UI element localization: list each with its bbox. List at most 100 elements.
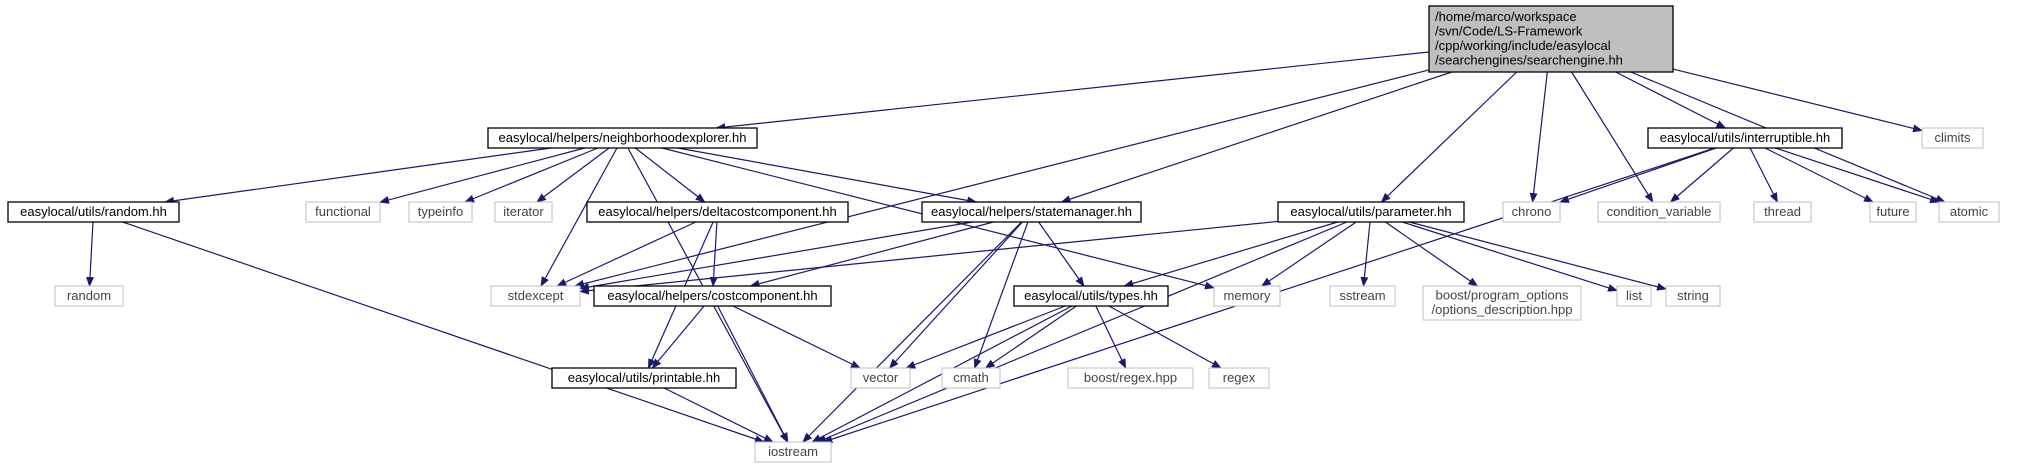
node-parameter[interactable]: easylocal/utils/parameter.hh bbox=[1277, 201, 1465, 223]
node-statemgr[interactable]: easylocal/helpers/statemanager.hh bbox=[921, 201, 1142, 223]
node-label: easylocal/utils/types.hh bbox=[1024, 288, 1158, 303]
node-label: /cpp/working/include/easylocal bbox=[1435, 38, 1611, 53]
node-label: future bbox=[1876, 204, 1909, 219]
node-costcomp[interactable]: easylocal/helpers/costcomponent.hh bbox=[593, 285, 832, 307]
node-boost_regex: boost/regex.hpp bbox=[1067, 367, 1194, 389]
node-nbhexp[interactable]: easylocal/helpers/neighborhoodexplorer.h… bbox=[487, 127, 758, 149]
edge-root-to-climits bbox=[1672, 68, 1923, 133]
node-label: functional bbox=[315, 204, 371, 219]
node-box bbox=[551, 367, 737, 389]
node-label: easylocal/utils/interruptible.hh bbox=[1660, 130, 1831, 145]
node-box bbox=[941, 367, 1001, 389]
node-thread: thread bbox=[1753, 201, 1812, 223]
node-cmath: cmath bbox=[941, 367, 1001, 389]
node-label: easylocal/utils/parameter.hh bbox=[1290, 204, 1451, 219]
edge-layer bbox=[85, 51, 1946, 443]
node-condvar: condition_variable bbox=[1597, 201, 1721, 223]
edge-root-to-parameter bbox=[1380, 71, 1518, 203]
edge-parameter-to-types bbox=[1123, 221, 1338, 288]
node-label: easylocal/helpers/deltacostcomponent.hh bbox=[598, 204, 836, 219]
node-vector: vector bbox=[850, 367, 911, 389]
edge-random_hh-to-random bbox=[85, 221, 94, 287]
node-box bbox=[1647, 127, 1843, 149]
node-box bbox=[1277, 201, 1465, 223]
edge-parameter-to-memory bbox=[1260, 221, 1357, 287]
edge-types-to-vector bbox=[905, 305, 1066, 369]
node-box bbox=[7, 201, 180, 223]
edge-root-to-condvar bbox=[1571, 71, 1654, 203]
edge-statemgr-to-stdexcept bbox=[579, 221, 973, 291]
edge-parameter-to-sstream bbox=[1360, 221, 1371, 287]
edge-nbhexp-to-functional bbox=[379, 147, 585, 204]
node-box bbox=[487, 127, 758, 149]
node-label: cmath bbox=[953, 370, 988, 385]
node-random_hh[interactable]: easylocal/utils/random.hh bbox=[7, 201, 180, 223]
node-regex: regex bbox=[1208, 367, 1270, 389]
edge-parameter-to-boost_po bbox=[1385, 221, 1479, 287]
node-label: /home/marco/workspace bbox=[1435, 9, 1577, 24]
node-label: memory bbox=[1224, 288, 1271, 303]
edge-interrupt-to-atomic bbox=[1775, 147, 1940, 204]
node-box bbox=[1013, 285, 1169, 307]
node-box bbox=[1921, 127, 1984, 149]
node-box bbox=[1329, 285, 1396, 307]
edge-nbhexp-to-iterator bbox=[536, 147, 610, 203]
edge-parameter-to-string bbox=[1409, 221, 1667, 291]
node-random: random bbox=[54, 285, 124, 307]
node-types[interactable]: easylocal/utils/types.hh bbox=[1013, 285, 1169, 307]
edge-root-to-stdexcept bbox=[574, 69, 1430, 288]
edge-deltacost-to-costcomp bbox=[709, 221, 718, 287]
node-box bbox=[921, 201, 1142, 223]
edge-nbhexp-to-typeinfo bbox=[464, 147, 599, 203]
node-box bbox=[1869, 201, 1917, 223]
node-printable[interactable]: easylocal/utils/printable.hh bbox=[551, 367, 737, 389]
edge-statemgr-to-iostream bbox=[802, 221, 1023, 443]
node-box bbox=[1938, 201, 2000, 223]
edge-parameter-to-stdexcept bbox=[579, 220, 1279, 295]
edge-parameter-to-list bbox=[1402, 221, 1618, 292]
node-box bbox=[1208, 367, 1270, 389]
node-functional: functional bbox=[305, 201, 381, 223]
node-box bbox=[850, 367, 911, 389]
node-label: easylocal/helpers/neighborhoodexplorer.h… bbox=[499, 130, 747, 145]
node-label: /svn/Code/LS-Framework bbox=[1435, 24, 1583, 39]
node-label: /searchengines/searchengine.hh bbox=[1435, 53, 1623, 68]
node-box bbox=[1067, 367, 1194, 389]
edge-costcomp-to-printable bbox=[651, 305, 705, 369]
node-label: iostream bbox=[768, 444, 818, 459]
node-root[interactable]: /home/marco/workspace/svn/Code/LS-Framew… bbox=[1428, 5, 1674, 73]
edge-types-to-boost_regex bbox=[1095, 305, 1127, 369]
node-box bbox=[586, 201, 849, 223]
node-stdexcept: stdexcept bbox=[490, 285, 581, 307]
edge-nbhexp-to-random_hh bbox=[164, 147, 552, 205]
edge-statemgr-to-cmath bbox=[973, 221, 1029, 369]
edge-nbhexp-to-deltacost bbox=[634, 147, 706, 203]
node-label: stdexcept bbox=[508, 288, 564, 303]
edge-root-to-chrono bbox=[1529, 71, 1548, 203]
node-label: easylocal/helpers/statemanager.hh bbox=[931, 204, 1132, 219]
node-chrono: chrono bbox=[1502, 201, 1561, 223]
node-box bbox=[593, 285, 832, 307]
edge-statemgr-to-vector bbox=[888, 221, 1023, 369]
node-sstream: sstream bbox=[1329, 285, 1396, 307]
node-memory: memory bbox=[1213, 285, 1281, 307]
edge-printable-to-iostream bbox=[663, 387, 774, 443]
edge-statemgr-to-costcomp bbox=[749, 221, 994, 288]
edge-deltacost-to-stdexcept bbox=[556, 221, 697, 287]
node-atomic: atomic bbox=[1938, 201, 2000, 223]
edge-interrupt-to-future bbox=[1764, 147, 1874, 203]
node-label: atomic bbox=[1950, 204, 1989, 219]
node-label: sstream bbox=[1339, 288, 1385, 303]
node-box bbox=[1597, 201, 1721, 223]
edge-costcomp-to-vector bbox=[732, 305, 861, 369]
node-deltacost[interactable]: easylocal/helpers/deltacostcomponent.hh bbox=[586, 201, 849, 223]
node-interrupt[interactable]: easylocal/utils/interruptible.hh bbox=[1647, 127, 1843, 149]
node-label: vector bbox=[863, 370, 899, 385]
node-label: iterator bbox=[503, 204, 544, 219]
node-label: easylocal/helpers/costcomponent.hh bbox=[607, 288, 817, 303]
edge-costcomp-to-iostream bbox=[717, 305, 789, 443]
edge-root-to-nbhexp bbox=[715, 51, 1430, 132]
edge-random_hh-to-iostream bbox=[122, 221, 765, 443]
node-label: typeinfo bbox=[418, 204, 464, 219]
